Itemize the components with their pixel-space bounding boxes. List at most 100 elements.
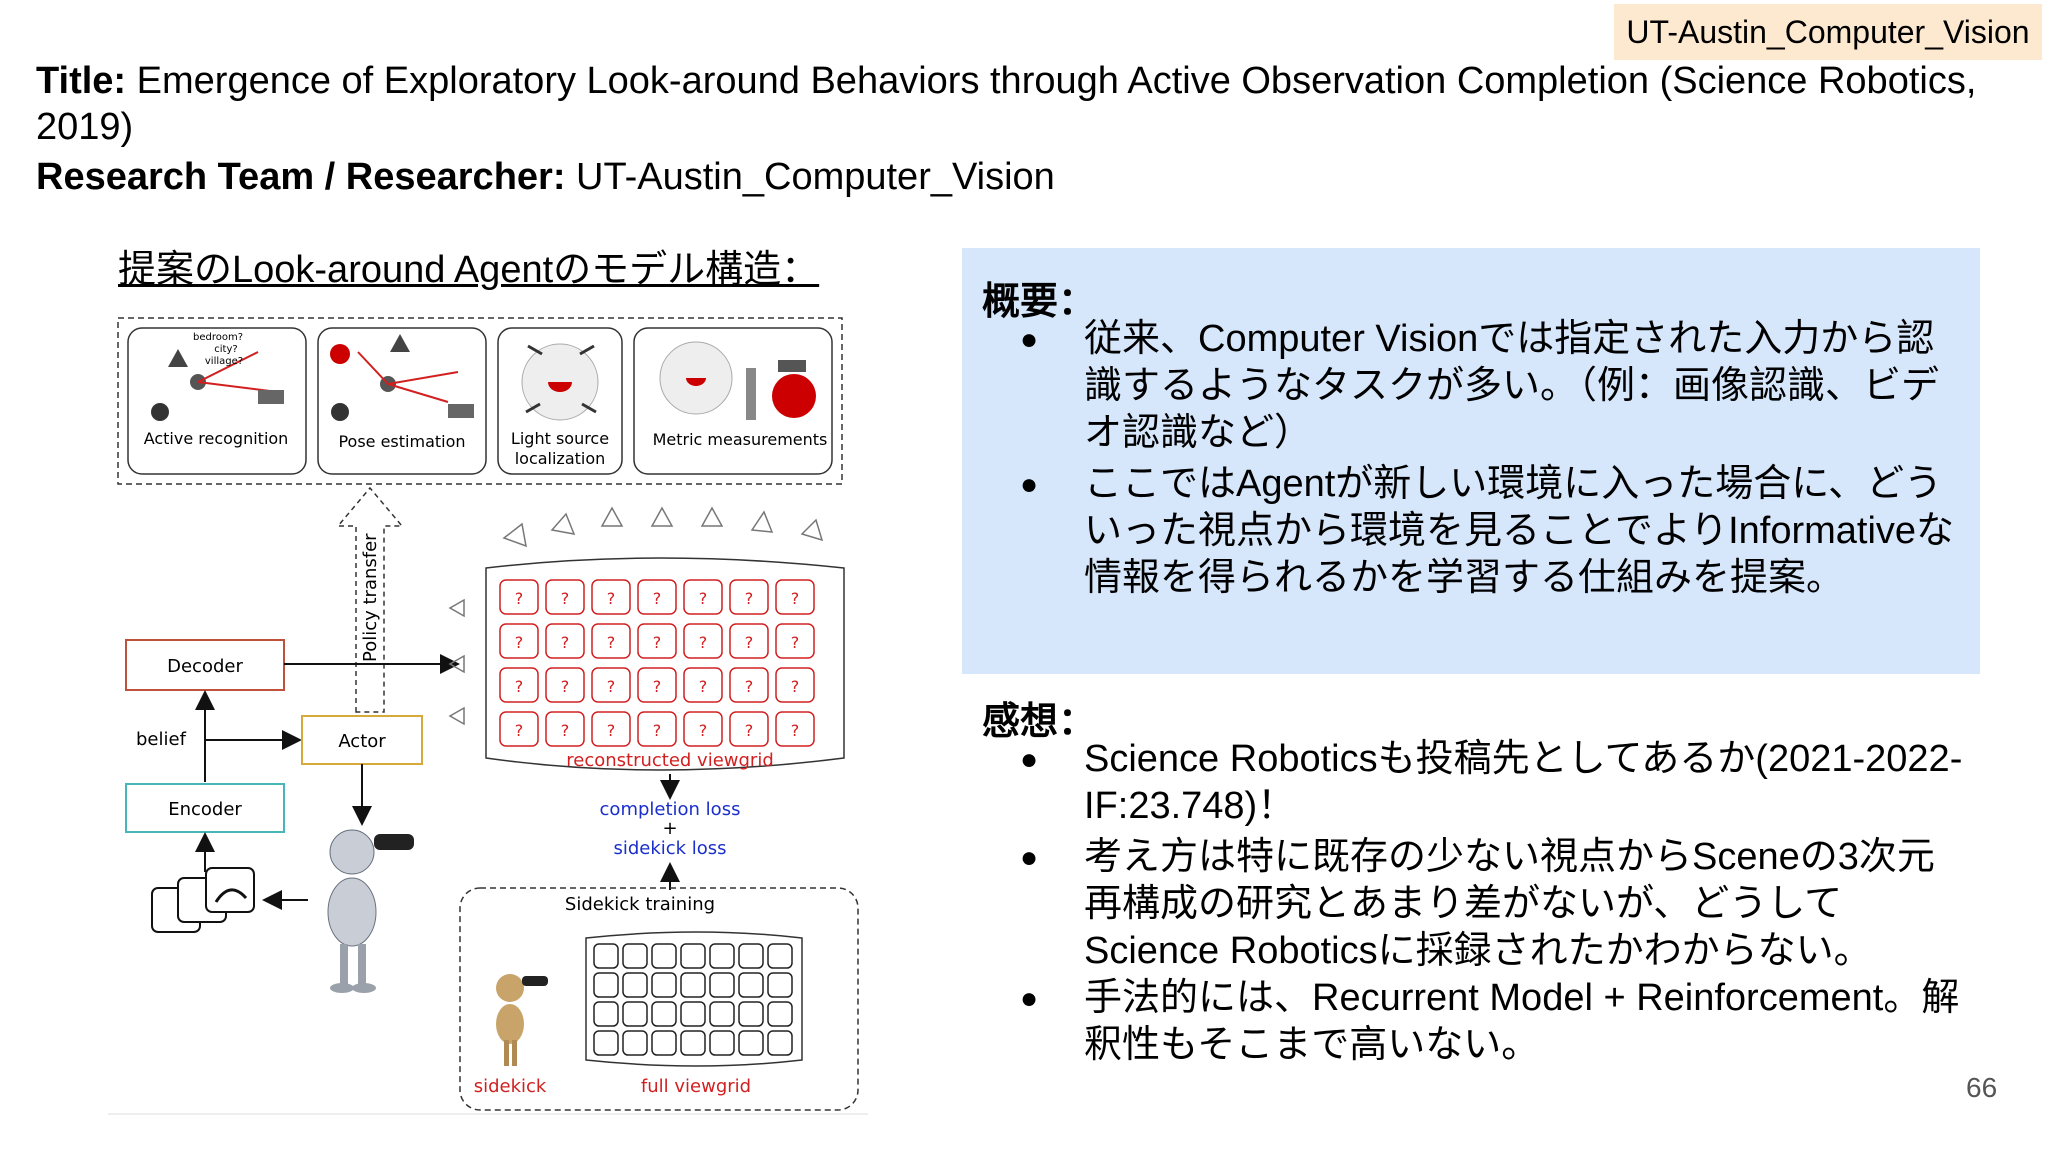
summary-item: ●従来、Computer Visionでは指定された入力から認識するようなタスク… xyxy=(1020,318,1940,454)
viewgrid-cell xyxy=(545,667,585,703)
full-viewgrid-cell xyxy=(593,1030,619,1056)
viewgrid-cell-mark: ? xyxy=(607,677,616,696)
full-viewgrid-cell xyxy=(651,1001,677,1027)
label-village: village? xyxy=(205,356,243,367)
viewgrid-cell-mark: ? xyxy=(607,721,616,740)
task-active-recognition: bedroom? city? village? Active recogniti… xyxy=(127,327,307,475)
viewgrid-cell xyxy=(729,623,769,659)
sidekick-robot xyxy=(496,974,548,1066)
agent-robot xyxy=(327,829,414,993)
viewgrid-cell xyxy=(683,579,723,615)
viewgrid-cell xyxy=(591,579,631,615)
team-text: UT-Austin_Computer_Vision xyxy=(565,156,1055,198)
completion-loss-label: completion loss xyxy=(600,799,741,820)
reconstructed-viewgrid-label: reconstructed viewgrid xyxy=(566,750,774,771)
viewgrid-cell xyxy=(683,623,723,659)
viewgrid-cell-mark: ? xyxy=(699,589,708,608)
viewgrid-cell-mark: ? xyxy=(561,721,570,740)
full-viewgrid-cell xyxy=(651,1030,677,1056)
viewgrid-cell xyxy=(591,623,631,659)
full-viewgrid-cell xyxy=(709,1001,735,1027)
title-label: Title: xyxy=(36,60,127,102)
viewgrid-cell-mark: ? xyxy=(515,633,524,652)
research-team: Research Team / Researcher: UT-Austin_Co… xyxy=(36,154,1055,200)
task-pose-estimation: Pose estimation xyxy=(317,327,487,475)
viewgrid-cell-mark: ? xyxy=(699,677,708,696)
full-viewgrid-cell xyxy=(738,1030,764,1056)
sidekick-training-label: Sidekick training xyxy=(565,894,715,915)
viewgrid-cell xyxy=(637,579,677,615)
summary-list: ●従来、Computer Visionでは指定された入力から認識するようなタスク… xyxy=(1020,316,1966,602)
full-viewgrid-cell xyxy=(709,972,735,998)
viewgrid-cell xyxy=(775,579,815,615)
full-viewgrid-cell xyxy=(593,943,619,969)
full-viewgrid-cell xyxy=(738,1001,764,1027)
label-bedroom: bedroom? xyxy=(193,332,243,343)
viewgrid-cell xyxy=(499,623,539,659)
full-viewgrid-cell xyxy=(680,1030,706,1056)
viewgrid-cell xyxy=(775,667,815,703)
viewgrid-cell xyxy=(545,579,585,615)
viewgrid-cell xyxy=(637,623,677,659)
full-viewgrid-cell xyxy=(593,1001,619,1027)
lab-tag: UT-Austin_Computer_Vision xyxy=(1614,4,2042,60)
viewgrid-cell-mark: ? xyxy=(653,721,662,740)
full-viewgrid-cell xyxy=(709,943,735,969)
slide-title: Title: Emergence of Exploratory Look-aro… xyxy=(36,58,1986,150)
task-label-pose-estimation: Pose estimation xyxy=(338,432,465,451)
impression-item: ●考え方は特に既存の少ない視点からSceneの3次元再構成の研究とあまり差がない… xyxy=(1020,836,1935,972)
task-metric-measurements: Metric measurements xyxy=(633,327,833,475)
task-label-localization: localization xyxy=(515,449,606,468)
full-viewgrid xyxy=(585,931,803,1067)
summary-item: ●ここではAgentが新しい環境に入った場合に、どういった視点から環境を見ること… xyxy=(1020,463,1955,599)
team-label: Research Team / Researcher: xyxy=(36,156,566,198)
viewgrid-cell-mark: ? xyxy=(653,677,662,696)
full-viewgrid-cell xyxy=(767,1001,793,1027)
impression-item: ●Science Roboticsも投稿先としてあるか(2021-2022-IF… xyxy=(1020,738,1963,827)
viewgrid-cell-mark: ? xyxy=(699,633,708,652)
impressions-list: ●Science Roboticsも投稿先としてあるか(2021-2022-IF… xyxy=(1020,736,1966,1069)
viewgrid-cell-mark: ? xyxy=(561,677,570,696)
viewgrid-cell-mark: ? xyxy=(515,677,524,696)
title-text: Emergence of Exploratory Look-around Beh… xyxy=(36,60,1977,148)
full-viewgrid-cell xyxy=(622,943,648,969)
viewgrid-cell-mark: ? xyxy=(745,721,754,740)
actor-label: Actor xyxy=(338,731,386,752)
input-views xyxy=(151,867,255,933)
viewgrid-cell-mark: ? xyxy=(791,589,800,608)
viewgrid-cell xyxy=(499,579,539,615)
reconstructed-viewgrid: ???????????????????????????? xyxy=(448,506,845,771)
viewgrid-cell-mark: ? xyxy=(745,589,754,608)
impression-item: ●手法的には、Recurrent Model + Reinforcement。解… xyxy=(1020,977,1960,1066)
bullet-dot: ● xyxy=(1020,982,1039,1015)
plus-label: + xyxy=(662,818,677,839)
encoder-label: Encoder xyxy=(168,799,242,820)
viewgrid-cell-mark: ? xyxy=(791,633,800,652)
figure-title: 提案のLook-around Agentのモデル構造： xyxy=(118,249,820,291)
viewgrid-cell xyxy=(729,667,769,703)
full-viewgrid-cell xyxy=(767,943,793,969)
viewgrid-cell-mark: ? xyxy=(561,633,570,652)
actor-box xyxy=(301,715,423,765)
viewgrid-cell xyxy=(775,623,815,659)
full-viewgrid-cell xyxy=(709,1030,735,1056)
viewgrid-cell-mark: ? xyxy=(561,589,570,608)
viewgrid-cell-mark: ? xyxy=(607,633,616,652)
summary-panel xyxy=(962,248,1980,674)
viewgrid-cell xyxy=(729,579,769,615)
full-viewgrid-cell xyxy=(738,972,764,998)
viewgrid-cell-mark: ? xyxy=(791,721,800,740)
full-viewgrid-cell xyxy=(680,1001,706,1027)
viewgrid-cell xyxy=(775,711,815,747)
viewgrid-cell-mark: ? xyxy=(653,589,662,608)
bullet-dot: ● xyxy=(1020,468,1039,501)
page-number: 66 xyxy=(1966,1072,1998,1103)
full-viewgrid-cell xyxy=(622,972,648,998)
full-viewgrid-label: full viewgrid xyxy=(641,1076,751,1097)
viewgrid-cell xyxy=(591,667,631,703)
full-viewgrid-cell xyxy=(680,943,706,969)
model-architecture-figure: bedroom? city? village? Active recogniti… xyxy=(108,312,868,1116)
viewgrid-cell-mark: ? xyxy=(515,589,524,608)
viewgrid-cell xyxy=(499,711,539,747)
full-viewgrid-cell xyxy=(622,1001,648,1027)
